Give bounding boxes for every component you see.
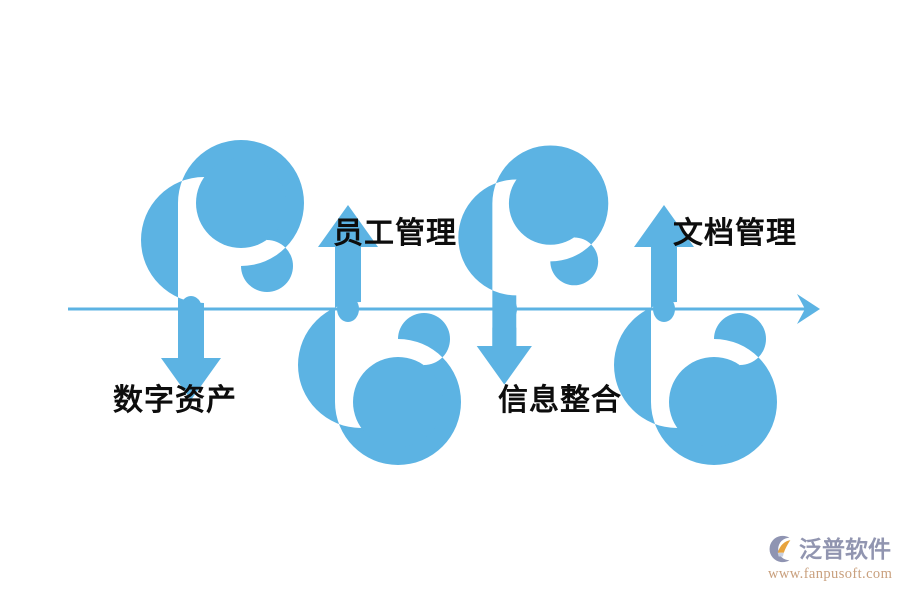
node-label-digital-assets: 数字资产: [113, 384, 237, 417]
node-label-employee-management: 员工管理: [333, 217, 457, 250]
watermark-url-text: www.fanpusoft.com: [768, 566, 893, 582]
fanpu-logo-icon: [769, 535, 791, 563]
watermark: 泛普软件 www.fanpusoft.com: [766, 534, 898, 590]
node-label-document-management: 文档管理: [673, 217, 797, 250]
watermark-brand-text: 泛普软件: [799, 535, 891, 562]
node-label-information-integration: 信息整合: [498, 384, 622, 417]
spiral-arrow-down-icon: [141, 140, 304, 400]
spiral-arrow-down-icon: [458, 145, 609, 385]
watermark-brand-row: 泛普软件: [766, 534, 891, 564]
